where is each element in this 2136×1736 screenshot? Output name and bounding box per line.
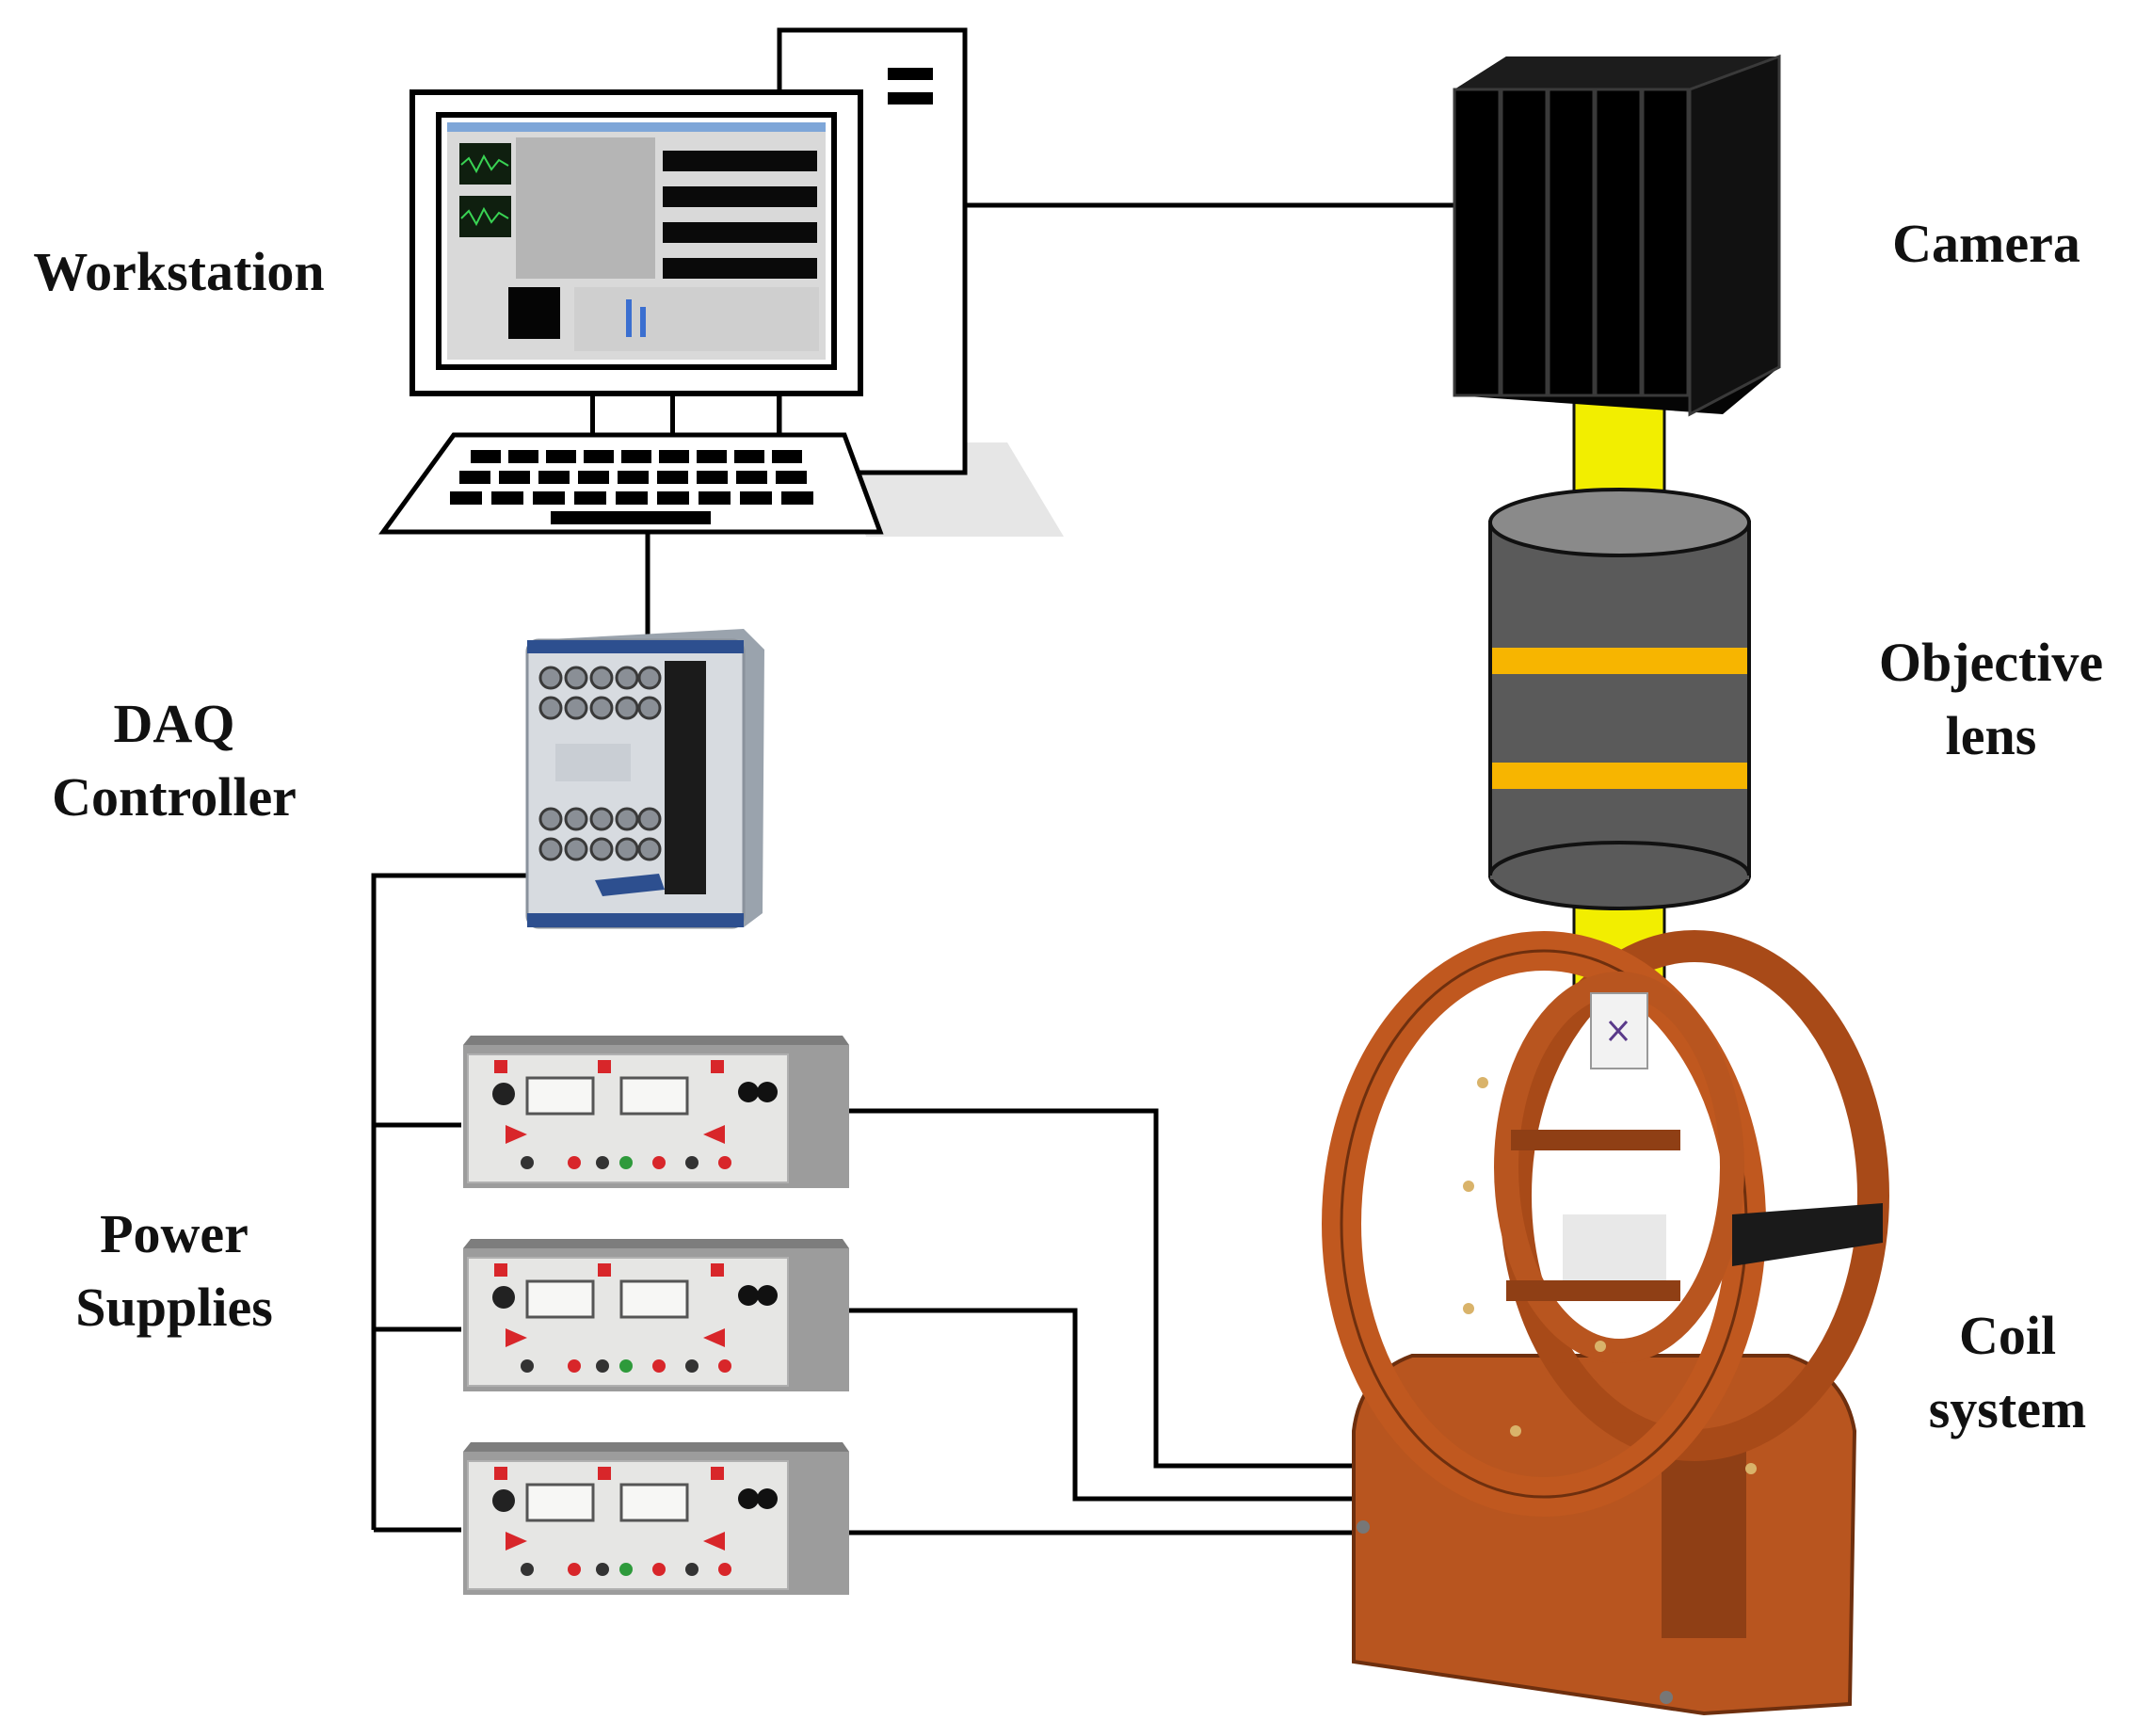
- label-power-line1: Power: [100, 1203, 249, 1264]
- label-coil-line2: system: [1928, 1378, 2087, 1439]
- daq-device-icon: [525, 629, 764, 929]
- label-workstation-text: Workstation: [33, 241, 325, 302]
- power-supply-1: [463, 1036, 849, 1188]
- label-camera: Camera: [1845, 207, 2128, 281]
- label-objective-line1: Objective: [1878, 632, 2104, 693]
- label-daq-line1: DAQ: [113, 693, 235, 754]
- daq-connectors: [538, 666, 662, 861]
- keyboard-keys: [450, 450, 813, 524]
- label-objective-line2: lens: [1945, 705, 2037, 766]
- label-camera-text: Camera: [1892, 213, 2080, 274]
- line-supply1-coil: [849, 1108, 1354, 1469]
- label-daq-line2: Controller: [52, 766, 297, 828]
- objective-lens-icon: [1488, 488, 1751, 910]
- lens-top: [1488, 488, 1751, 557]
- label-objective-lens: Objective lens: [1850, 626, 2132, 773]
- label-coil-system: Coil system: [1883, 1299, 2132, 1446]
- label-coil-line1: Coil: [1958, 1305, 2057, 1366]
- label-power-supplies: Power Supplies: [19, 1198, 329, 1344]
- workstation-icon: [378, 27, 1064, 537]
- power-supply-2: [463, 1239, 849, 1391]
- line-supply2-coil: [849, 1308, 1354, 1502]
- camera-icon: [1453, 54, 1781, 417]
- lens-body: [1488, 521, 1751, 877]
- label-workstation: Workstation: [9, 235, 348, 309]
- line-daq-bus: [371, 873, 527, 1530]
- connection-lines: [371, 202, 1454, 1535]
- power-supply-3: [463, 1442, 849, 1595]
- label-daq-controller: DAQ Controller: [19, 687, 329, 834]
- helmholtz-coil-icon: [1322, 930, 1889, 1716]
- label-power-line2: Supplies: [75, 1277, 273, 1338]
